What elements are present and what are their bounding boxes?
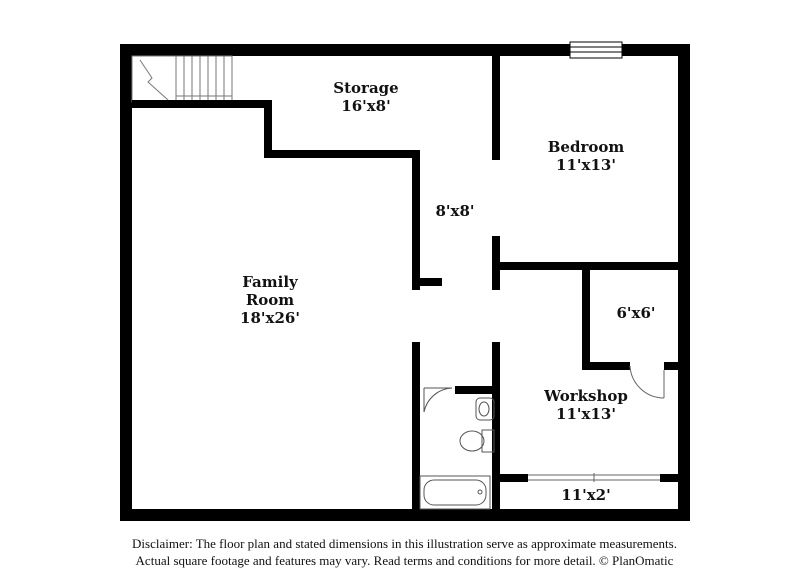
workshop-dims: 11'x13'	[556, 405, 616, 423]
family-room-dims: 18'x26'	[240, 309, 300, 327]
closet-dims: 6'x6'	[616, 304, 655, 322]
window	[569, 41, 623, 59]
family-room-label-line1: Family	[242, 273, 299, 291]
interior-walls	[132, 56, 678, 512]
sliding-door	[528, 473, 660, 482]
bottom-closet-dims: 11'x2'	[561, 486, 610, 504]
bedroom-dims: 11'x13'	[556, 156, 616, 174]
bedroom-label: Bedroom	[548, 138, 625, 156]
stairs	[131, 55, 233, 103]
workshop-label: Workshop	[543, 387, 628, 405]
disclaimer-line-2: Actual square footage and features may v…	[135, 553, 674, 568]
disclaimer-line-1: Disclaimer: The floor plan and stated di…	[132, 536, 677, 551]
family-room-label-line2: Room	[246, 291, 294, 309]
bathroom-fixtures	[419, 387, 495, 510]
floor-plan: Storage 16'x8' Bedroom 11'x13' 8'x8' Fam…	[120, 41, 690, 521]
outer-walls	[120, 44, 690, 521]
storage-label: Storage	[333, 79, 398, 97]
storage-dims: 16'x8'	[341, 97, 390, 115]
hall-dims: 8'x8'	[435, 202, 474, 220]
closet-door	[629, 365, 665, 399]
